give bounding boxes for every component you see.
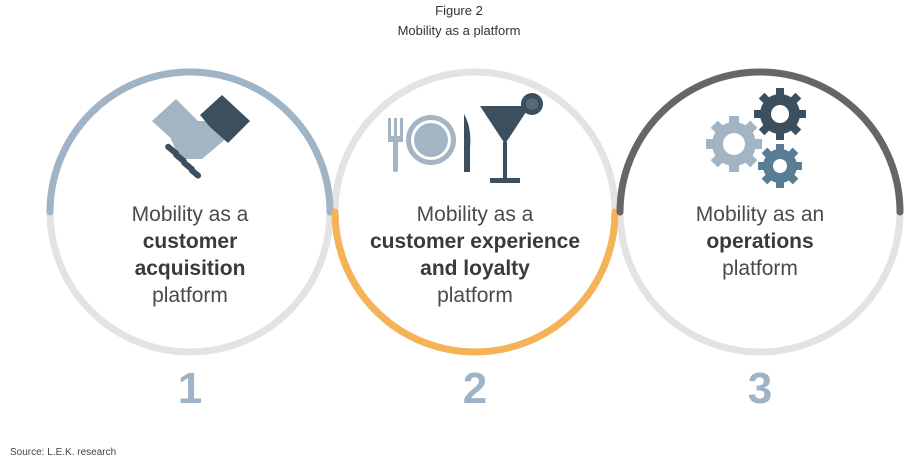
circle-1-number: 1 [177, 364, 203, 413]
handshake-icon [152, 95, 250, 179]
circle-2-number: 2 [462, 364, 488, 413]
ring-1-accent-arc [46, 68, 334, 216]
figure-title: Mobility as a platform [397, 23, 521, 38]
circle-1-bold2: acquisition [134, 257, 246, 280]
circle-2-text: Mobility as a customer experience and lo… [345, 201, 605, 309]
circle-1-bold1: customer [142, 230, 238, 253]
circle-1-line-last: platform [152, 284, 228, 307]
source-note: Source: L.E.K. research [10, 447, 117, 458]
ring-2-accent-arc [331, 208, 619, 356]
circle-3-bold1: operations [706, 230, 814, 253]
ring-3-accent-arc [616, 68, 904, 216]
circle-3-number: 3 [747, 364, 773, 413]
circle-2-bold1: customer experience [369, 230, 581, 253]
circle-2-line-last: platform [437, 284, 513, 307]
circle-1-line1: Mobility as a [131, 203, 249, 226]
circle-2-bold2: and loyalty [420, 257, 530, 280]
circle-3-text: Mobility as an operations platform [645, 201, 875, 282]
figure-label: Figure 2 [435, 3, 483, 18]
circle-3-line-last: platform [722, 257, 798, 280]
gears-icon [706, 88, 806, 188]
circle-3-line1: Mobility as an [695, 203, 825, 226]
circle-2-line1: Mobility as a [416, 203, 534, 226]
dining-cocktail-icon [388, 93, 543, 183]
circle-1-text: Mobility as a customer acquisition platf… [75, 201, 305, 309]
